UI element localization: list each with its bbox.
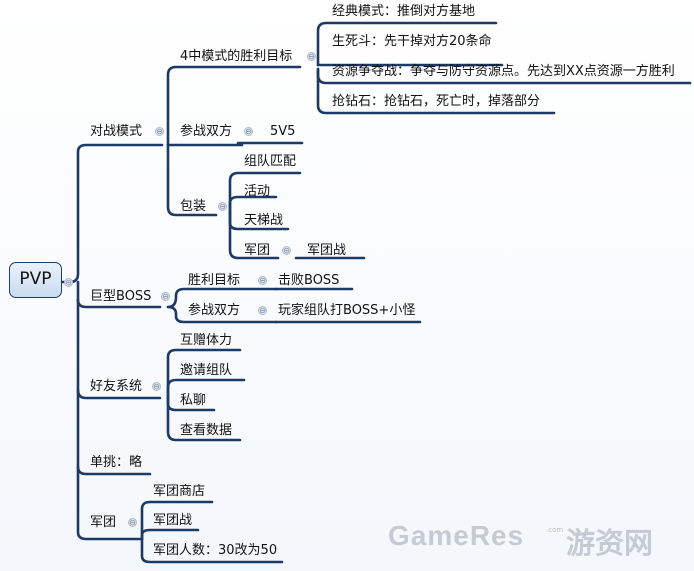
collapse-toggle-icon[interactable]: ⊖ [307, 52, 316, 61]
node-solo[interactable]: 单挑：略 [90, 455, 143, 470]
node-packaging[interactable]: 包装 [180, 199, 207, 214]
node-boss-victory-goal[interactable]: 胜利目标 [188, 273, 241, 288]
watermark-domain: .com [546, 526, 564, 534]
collapse-toggle-icon[interactable]: ⊖ [152, 382, 161, 391]
collapse-toggle-icon[interactable]: ⊖ [155, 127, 164, 136]
node-legion-shop[interactable]: 军团商店 [153, 484, 206, 499]
node-legion[interactable]: 军团 [90, 515, 117, 530]
node-resource-war[interactable]: 资源争夺战：争夺与防守资源点。先达到XX点资源一方胜利 [332, 64, 675, 79]
node-giant-boss[interactable]: 巨型BOSS [90, 289, 152, 304]
node-life-death[interactable]: 生死斗：先干掉对方20条命 [332, 34, 492, 49]
node-private-chat[interactable]: 私聊 [180, 393, 207, 408]
node-team-match[interactable]: 组队匹配 [244, 154, 297, 169]
watermark-cn-text: 游资网 [566, 526, 654, 560]
node-grab-diamond[interactable]: 抢钻石：抢钻石，死亡时，掉落部分 [332, 94, 541, 109]
node-classic-mode[interactable]: 经典模式：推倒对方基地 [332, 4, 476, 19]
collapse-toggle-icon[interactable]: ⊖ [64, 278, 73, 287]
node-players-vs-boss[interactable]: 玩家组队打BOSS+小怪 [278, 303, 416, 318]
collapse-toggle-icon[interactable]: ⊖ [128, 518, 137, 527]
collapse-toggle-icon[interactable]: ⊖ [161, 292, 170, 301]
node-victory-goal-4modes[interactable]: 4中模式的胜利目标 [180, 49, 293, 64]
node-defeat-boss[interactable]: 击败BOSS [278, 273, 340, 288]
node-boss-participants[interactable]: 参战双方 [188, 303, 241, 318]
collapse-toggle-icon[interactable]: ⊖ [258, 276, 267, 285]
node-5v5[interactable]: 5V5 [270, 124, 296, 139]
collapse-toggle-icon[interactable]: ⊖ [244, 127, 253, 136]
node-legion-sub[interactable]: 军团 [244, 243, 271, 258]
node-legion-war[interactable]: 军团战 [153, 513, 193, 528]
collapse-toggle-icon[interactable]: ⊖ [218, 202, 227, 211]
node-battle-mode[interactable]: 对战模式 [90, 124, 143, 139]
watermark-logo-text: GameRes [388, 520, 525, 551]
node-view-data[interactable]: 查看数据 [180, 423, 233, 438]
node-gift-stamina[interactable]: 互赠体力 [180, 333, 233, 348]
node-event[interactable]: 活动 [244, 184, 271, 199]
collapse-toggle-icon[interactable]: ⊖ [282, 246, 291, 255]
node-friend-system[interactable]: 好友系统 [90, 379, 143, 394]
node-ladder[interactable]: 天梯战 [244, 213, 284, 228]
collapse-toggle-icon[interactable]: ⊖ [258, 306, 267, 315]
node-legion-battle[interactable]: 军团战 [307, 243, 347, 258]
root-node[interactable]: PVP [9, 262, 62, 298]
node-legion-size[interactable]: 军团人数：30改为50 [153, 543, 278, 558]
node-invite-team[interactable]: 邀请组队 [180, 363, 233, 378]
node-participants[interactable]: 参战双方 [180, 124, 233, 139]
